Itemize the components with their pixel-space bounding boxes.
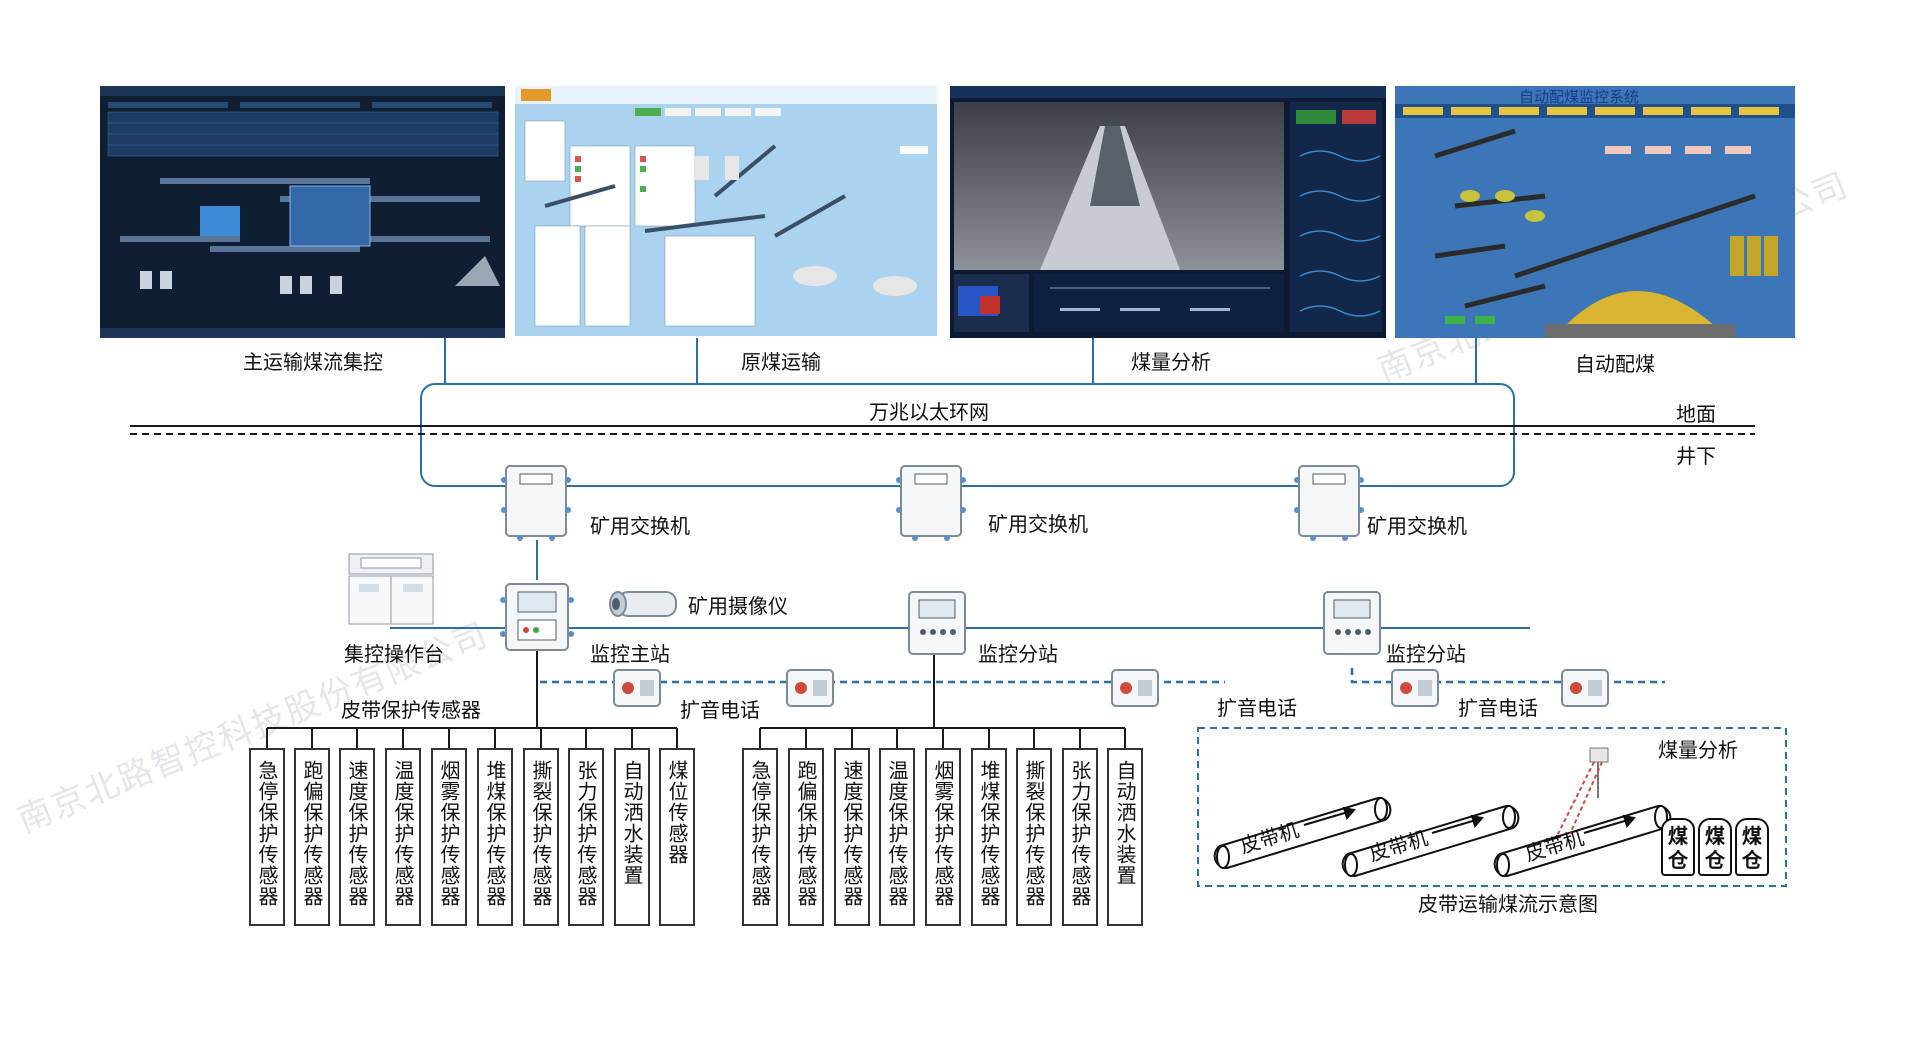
- screen-raw-coal-graphic: [515, 86, 937, 327]
- sensor-box: 烟雾保护传感器: [925, 748, 961, 926]
- mine-switch-icon[interactable]: [500, 460, 572, 542]
- screen-raw-coal[interactable]: [515, 86, 937, 336]
- sensor-box: 烟雾保护传感器: [431, 748, 467, 926]
- sub-station-icon[interactable]: [1320, 588, 1384, 658]
- coal-bin: 煤仓: [1661, 818, 1695, 876]
- sub-station-icon[interactable]: [905, 588, 969, 658]
- phone-icon[interactable]: [1110, 668, 1160, 708]
- switch-label-3: 矿用交换机: [1367, 514, 1467, 538]
- sensor-box: 撕裂保护传感器: [523, 748, 559, 926]
- coal-bin: 煤仓: [1698, 818, 1732, 876]
- phone-label-2: 扩音电话: [1217, 696, 1297, 720]
- screen-main-transport[interactable]: [100, 86, 505, 338]
- phone-icon[interactable]: [612, 668, 662, 708]
- phone-icon[interactable]: [1390, 668, 1440, 708]
- screen-coal-analysis[interactable]: [950, 86, 1386, 338]
- phone-label-1: 扩音电话: [680, 698, 760, 722]
- sensor-box: 速度保护传感器: [834, 748, 870, 926]
- sub-station-label-2: 监控分站: [1386, 642, 1466, 666]
- coal-analysis-label: 煤量分析: [1658, 738, 1738, 762]
- caption-main-transport: 主运输煤流集控: [243, 350, 383, 374]
- mine-switch-icon[interactable]: [895, 460, 967, 542]
- sensor-box: 跑偏保护传感器: [788, 748, 824, 926]
- underground-label: 井下: [1676, 444, 1716, 468]
- caption-auto-blending: 自动配煤: [1575, 352, 1655, 376]
- switch-label-1: 矿用交换机: [590, 514, 690, 538]
- sensor-box: 急停保护传感器: [742, 748, 778, 926]
- sensor-box: 堆煤保护传感器: [477, 748, 513, 926]
- coal-bin: 煤仓: [1735, 818, 1769, 876]
- console-label: 集控操作台: [344, 642, 444, 666]
- phone-label-3: 扩音电话: [1458, 696, 1538, 720]
- belt-flow-diagram: [1213, 747, 1672, 878]
- console-icon[interactable]: [347, 552, 437, 628]
- auto-blending-header: 自动配煤监控系统: [1519, 88, 1640, 106]
- sensor-box: 自动洒水装置: [1107, 748, 1143, 926]
- sensor-box: 撕裂保护传感器: [1016, 748, 1052, 926]
- sensor-box: 急停保护传感器: [249, 748, 285, 926]
- sensor-box: 速度保护传感器: [339, 748, 375, 926]
- sensors-title: 皮带保护传感器: [341, 698, 481, 722]
- sensor-box: 张力保护传感器: [568, 748, 604, 926]
- sensor-box: 温度保护传感器: [385, 748, 421, 926]
- phone-icon[interactable]: [1560, 668, 1610, 708]
- sensor-box: 煤位传感器: [659, 748, 695, 926]
- sensor-box: 堆煤保护传感器: [971, 748, 1007, 926]
- main-station-label: 监控主站: [590, 642, 670, 666]
- screen-auto-blending[interactable]: 自动配煤监控系统: [1395, 86, 1795, 338]
- surface-label: 地面: [1676, 402, 1716, 426]
- sensor-box: 自动洒水装置: [614, 748, 650, 926]
- sub-station-label-1: 监控分站: [978, 642, 1058, 666]
- flow-diagram-title: 皮带运输煤流示意图: [1418, 892, 1598, 916]
- screen-main-transport-graphic: [100, 86, 505, 338]
- sensor-box: 温度保护传感器: [879, 748, 915, 926]
- screen-auto-blending-graphic: [1395, 104, 1795, 338]
- sensor-box: 跑偏保护传感器: [294, 748, 330, 926]
- caption-raw-coal: 原煤运输: [741, 350, 821, 374]
- camera-label: 矿用摄像仪: [688, 594, 788, 618]
- screen-coal-analysis-graphic: [950, 86, 1386, 332]
- ring-network-label: 万兆以太环网: [869, 400, 989, 424]
- main-station-icon[interactable]: [500, 580, 574, 656]
- caption-coal-analysis: 煤量分析: [1131, 350, 1211, 374]
- mine-switch-icon[interactable]: [1293, 460, 1365, 542]
- sensor-box: 张力保护传感器: [1062, 748, 1098, 926]
- camera-icon[interactable]: [604, 584, 680, 624]
- phone-icon[interactable]: [785, 668, 835, 708]
- switch-label-2: 矿用交换机: [988, 512, 1088, 536]
